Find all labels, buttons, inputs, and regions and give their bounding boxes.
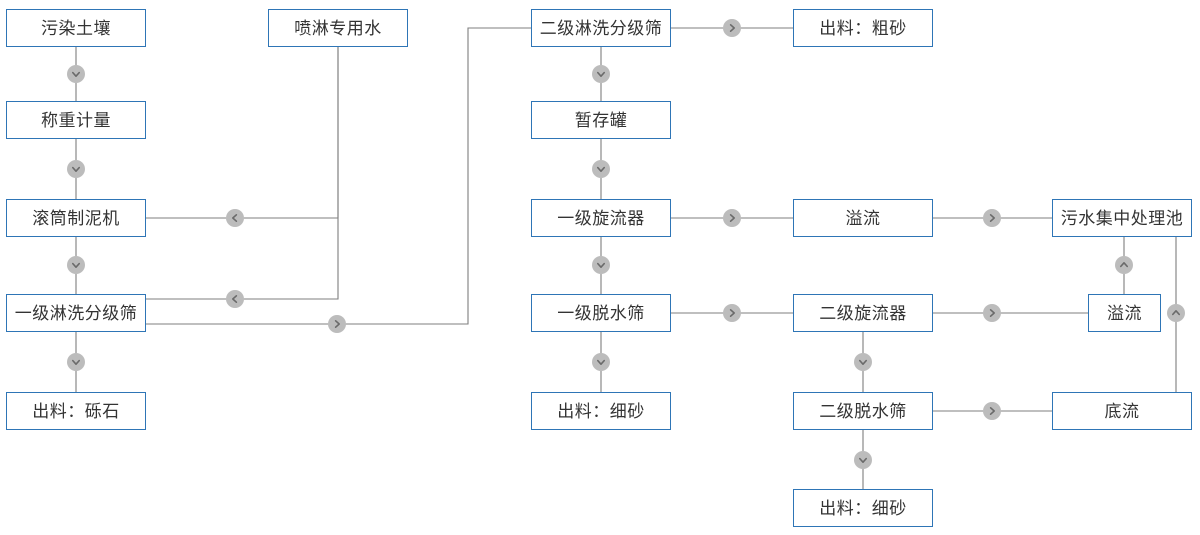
flow-node-label: 污水集中处理池 [1060, 208, 1184, 228]
flow-node-n8[interactable]: 一级旋流器 [531, 199, 671, 237]
flow-node-label: 二级脱水筛 [819, 401, 907, 421]
flow-node-label: 一级淋洗分级筛 [14, 303, 138, 323]
flow-node-label: 污染土壤 [41, 18, 111, 38]
arrow-marker-down-icon [854, 451, 872, 469]
flow-node-label: 一级旋流器 [557, 208, 645, 228]
connector-e2 [67, 139, 85, 199]
arrow-marker-down-icon [67, 256, 85, 274]
flow-node-label: 暂存罐 [574, 110, 628, 130]
flow-node-label: 一级脱水筛 [557, 303, 645, 323]
flow-node-n18[interactable]: 底流 [1052, 392, 1192, 430]
connector-e3 [67, 237, 85, 294]
flow-node-n3[interactable]: 二级淋洗分级筛 [531, 9, 671, 47]
connector-e7 [146, 27, 531, 333]
flow-node-n12[interactable]: 一级脱水筛 [531, 294, 671, 332]
arrow-marker-right-icon [723, 19, 741, 37]
connector-e1 [67, 47, 85, 101]
flow-node-n13[interactable]: 二级旋流器 [793, 294, 933, 332]
arrow-marker-right-icon [983, 402, 1001, 420]
connector-e18 [854, 332, 872, 392]
flow-node-n19[interactable]: 出料：细砂 [793, 489, 933, 527]
arrow-marker-right-icon [723, 209, 741, 227]
connector-e4 [67, 332, 85, 392]
connector-e10 [592, 139, 610, 199]
flow-node-n6[interactable]: 暂存罐 [531, 101, 671, 139]
flow-node-n15[interactable]: 出料：砾石 [6, 392, 146, 430]
connector-e15 [592, 332, 610, 392]
connector-e13 [592, 237, 610, 294]
arrow-marker-right-icon [983, 209, 1001, 227]
flow-node-label: 溢流 [845, 208, 881, 228]
flow-node-n9[interactable]: 溢流 [793, 199, 933, 237]
flow-node-label: 二级淋洗分级筛 [539, 18, 663, 38]
flow-node-label: 溢流 [1107, 303, 1142, 323]
flow-node-label: 出料：砾石 [32, 401, 120, 421]
connector-e11 [671, 209, 793, 227]
connector-e12 [933, 209, 1052, 227]
connector-e5 [146, 47, 339, 227]
arrow-marker-down-icon [592, 256, 610, 274]
arrow-marker-right-icon [723, 304, 741, 322]
arrow-marker-down-icon [592, 353, 610, 371]
flow-node-n7[interactable]: 滚筒制泥机 [6, 199, 146, 237]
flow-node-n5[interactable]: 称重计量 [6, 101, 146, 139]
flow-node-n4[interactable]: 出料：粗砂 [793, 9, 933, 47]
arrow-marker-left-icon [226, 290, 244, 308]
flow-node-n10[interactable]: 污水集中处理池 [1052, 199, 1192, 237]
arrow-marker-down-icon [592, 160, 610, 178]
flow-node-label: 底流 [1104, 401, 1140, 421]
arrow-marker-down-icon [67, 353, 85, 371]
flow-node-label: 滚筒制泥机 [32, 208, 120, 228]
flow-node-label: 二级旋流器 [819, 303, 907, 323]
arrow-marker-down-icon [854, 353, 872, 371]
flow-node-label: 出料：粗砂 [819, 18, 907, 38]
connector-e14 [671, 304, 793, 322]
arrow-marker-down-icon [67, 160, 85, 178]
connector-e20 [1167, 237, 1185, 392]
arrow-marker-down-icon [592, 65, 610, 83]
connector-e17 [1115, 237, 1133, 294]
connector-e8 [671, 19, 793, 37]
flow-node-label: 喷淋专用水 [294, 18, 382, 38]
connector-e6 [146, 47, 339, 308]
connector-e19 [933, 402, 1052, 420]
arrow-marker-up-icon [1115, 256, 1133, 274]
flow-node-n17[interactable]: 二级脱水筛 [793, 392, 933, 430]
flow-node-label: 出料：细砂 [819, 498, 907, 518]
arrow-marker-right-icon [983, 304, 1001, 322]
arrow-marker-right-icon [328, 315, 346, 333]
connector-e16 [933, 304, 1088, 322]
connector-e21 [854, 430, 872, 489]
arrow-marker-up-icon [1167, 304, 1185, 322]
flow-node-n1[interactable]: 污染土壤 [6, 9, 146, 47]
flow-node-n2[interactable]: 喷淋专用水 [268, 9, 408, 47]
flow-node-n14[interactable]: 溢流 [1088, 294, 1161, 332]
arrow-marker-down-icon [67, 65, 85, 83]
arrow-marker-left-icon [226, 209, 244, 227]
flow-node-n16[interactable]: 出料：细砂 [531, 392, 671, 430]
flow-node-label: 称重计量 [41, 110, 111, 130]
connector-e9 [592, 47, 610, 101]
flow-node-label: 出料：细砂 [557, 401, 645, 421]
flow-node-n11[interactable]: 一级淋洗分级筛 [6, 294, 146, 332]
